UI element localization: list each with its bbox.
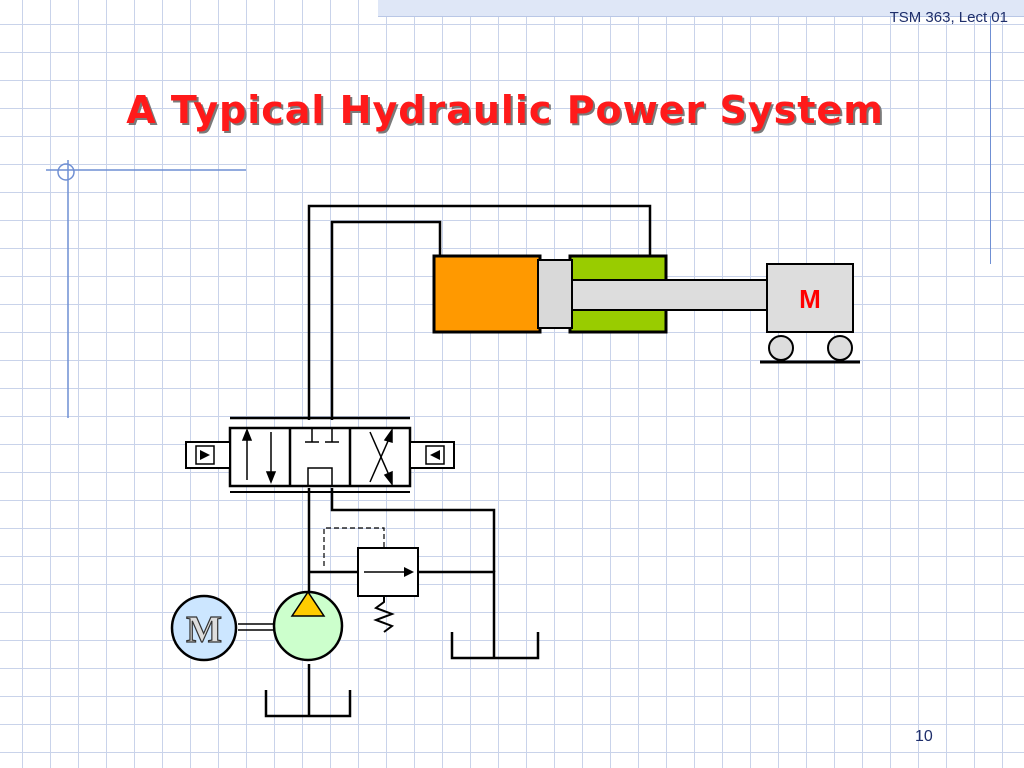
line-valve-return [330, 488, 496, 572]
line-cap-side [330, 220, 442, 420]
page-number: 10 [915, 728, 933, 745]
motor-label: M [186, 609, 222, 651]
course-label: TSM 363, Lect 01 [889, 9, 1008, 26]
cap-chamber [432, 254, 542, 334]
piston [537, 259, 573, 329]
tank-relief [450, 632, 540, 660]
cart-wheel-left [768, 335, 794, 361]
vertical-rule [990, 16, 991, 264]
header-band [378, 0, 1024, 17]
directional-control-valve [185, 416, 455, 493]
bullet-ornament [46, 160, 246, 418]
line-rod-side [307, 204, 652, 420]
slide-title: A Typical Hydraulic Power System [126, 88, 884, 132]
piston-rod [571, 279, 769, 311]
hydraulic-cylinder [432, 254, 769, 334]
relief-valve [323, 527, 419, 633]
cart-wheel-right [827, 335, 853, 361]
electric-motor: M [170, 594, 274, 662]
pump [272, 590, 344, 662]
load-mass [766, 263, 854, 333]
tank-reservoir [264, 690, 352, 718]
load-mass-label: M [799, 284, 821, 314]
load-cart: M [760, 263, 860, 364]
